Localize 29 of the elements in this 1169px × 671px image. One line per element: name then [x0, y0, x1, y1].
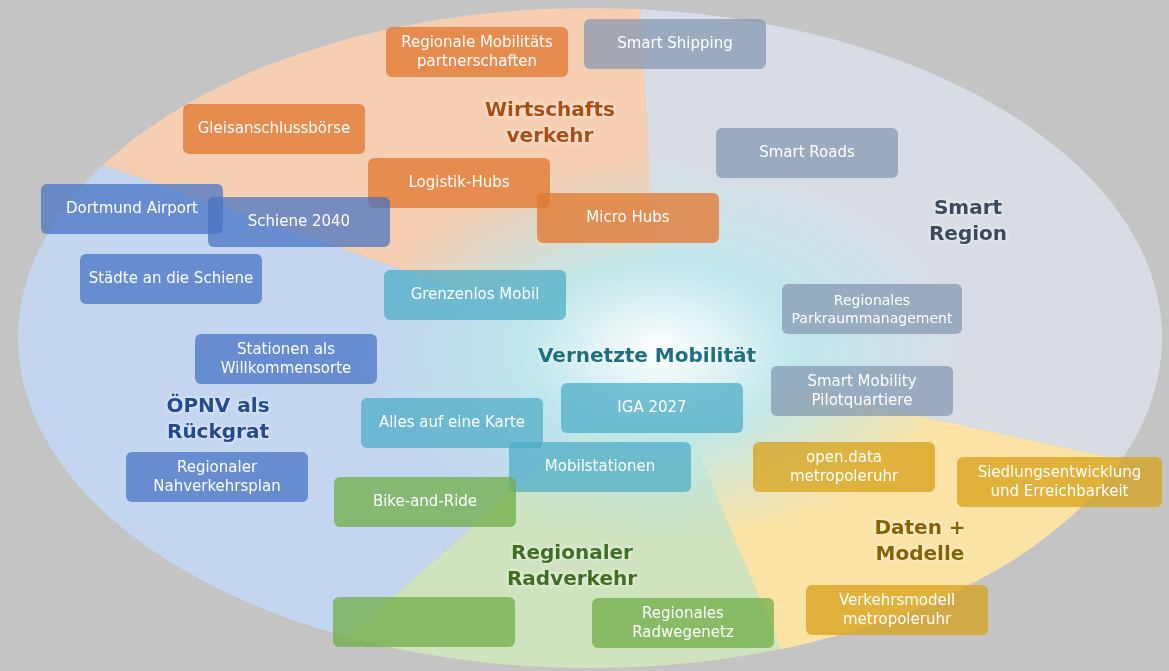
topic-box: Logistik-Hubs [368, 158, 550, 208]
topic-box: Stationen als Willkommensorte [195, 334, 377, 384]
topic-box: Dortmund Airport [41, 184, 223, 234]
topic-box: Regionales Parkraummanagement [782, 284, 962, 334]
topic-box: Micro Hubs [537, 193, 719, 243]
topic-box: Schiene 2040 [208, 197, 390, 247]
topic-box: Städte an die Schiene [80, 254, 262, 304]
topic-box: Smart Roads [716, 128, 898, 178]
topic-box: IGA 2027 [561, 383, 743, 433]
topic-box: Smart Shipping [584, 19, 766, 69]
topic-box: Mobilstationen [509, 442, 691, 492]
sector-label: Smart Region [927, 194, 1009, 246]
sector-label: Regionaler Radverkehr [505, 539, 639, 591]
sector-label: ÖPNV als Rückgrat [165, 392, 271, 444]
empty-box [333, 597, 515, 647]
topic-box: Alles auf eine Karte [361, 398, 543, 448]
topic-box: Verkehrsmodell metropoleruhr [806, 585, 988, 635]
topic-box: Gleisanschlussbörse [183, 104, 365, 154]
sector-label: Wirtschafts verkehr [484, 96, 616, 148]
sector-label: Vernetzte Mobilität [536, 342, 757, 368]
topic-box: Grenzenlos Mobil [384, 270, 566, 320]
sector-label: Daten + Modelle [873, 514, 967, 566]
topic-box: Regionales Radwegenetz [592, 598, 774, 648]
topic-box: Regionale Mobilitäts partnerschaften [386, 27, 568, 77]
topic-box: Bike-and-Ride [334, 477, 516, 527]
topic-box: Siedlungsentwicklung und Erreichbarkeit [957, 457, 1162, 507]
topic-box: Regionaler Nahverkehrsplan [126, 452, 308, 502]
topic-box: open.data metropoleruhr [753, 442, 935, 492]
topic-box: Smart Mobility Pilotquartiere [771, 366, 953, 416]
